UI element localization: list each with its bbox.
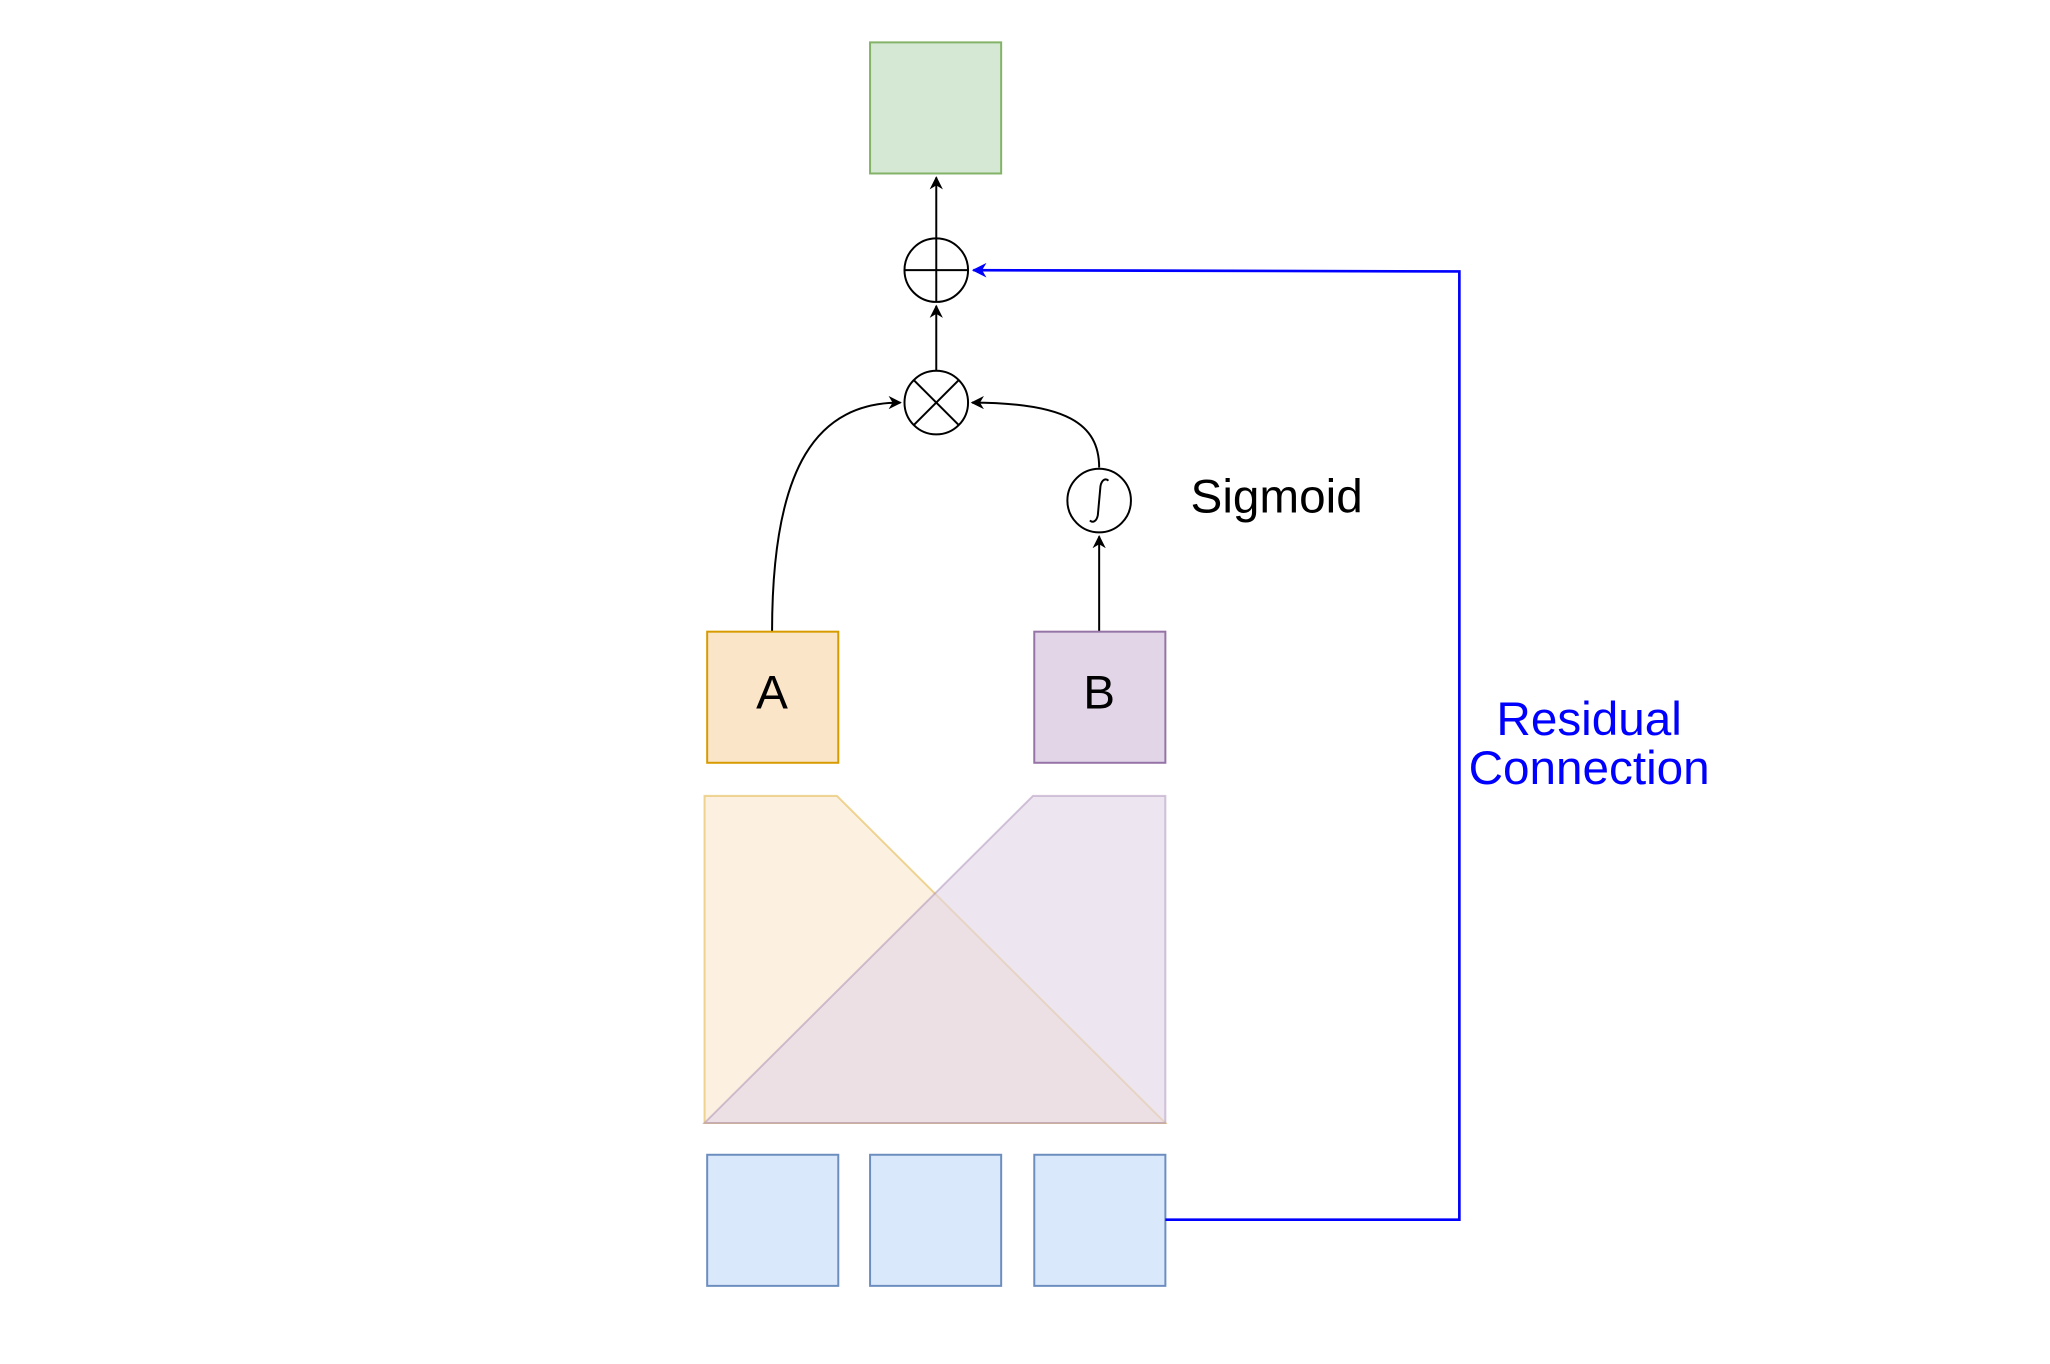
residual-connection-arrow	[971, 262, 1461, 1221]
input-box-3	[1033, 1153, 1167, 1287]
arrow-a-to-multiply	[771, 395, 902, 632]
box-b: B	[1033, 630, 1167, 764]
integral-icon	[1089, 478, 1110, 523]
input-box-2	[869, 1153, 1003, 1287]
residual-label-line1: Residual	[1496, 693, 1681, 746]
input-box-1	[706, 1153, 840, 1287]
box-a-label: A	[756, 666, 788, 719]
multiply-node	[903, 369, 970, 436]
box-b-label: B	[1083, 666, 1115, 719]
output-box	[869, 41, 1003, 175]
box-a: A	[706, 630, 840, 764]
add-node	[903, 237, 970, 303]
projection-b-shape	[702, 794, 1167, 1124]
arrow-sigmoid-to-multiply	[970, 395, 1101, 468]
sigmoid-label: Sigmoid	[1191, 470, 1363, 523]
residual-label-line2: Connection	[1469, 742, 1710, 795]
sigmoid-node	[1066, 467, 1132, 534]
